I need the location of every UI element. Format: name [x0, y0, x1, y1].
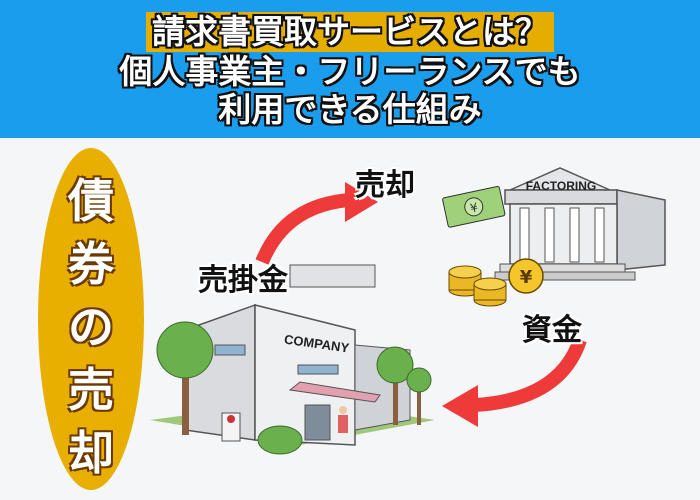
- label-sell: 売却: [355, 168, 415, 203]
- svg-text:¥: ¥: [469, 200, 480, 215]
- company-building: COMPANY: [150, 264, 435, 446]
- tree-icon: [156, 321, 432, 455]
- bank-sign: FACTORING: [526, 179, 596, 193]
- svg-text:¥: ¥: [520, 267, 533, 288]
- header-banner: 請求書買取サービスとは？ 個人事業主・フリーランスでも 利用できる仕組み: [0, 0, 700, 138]
- title-line-1: 請求書買取サービスとは？: [0, 12, 700, 52]
- label-receivable: 売掛金: [198, 263, 288, 298]
- banknote-icon: ¥: [442, 185, 506, 228]
- title-line-3: 利用できる仕組み: [218, 90, 482, 129]
- side-label-text: 債券の売却: [68, 174, 114, 480]
- arrow-to-bank: [255, 182, 378, 265]
- bank-building: FACTORING: [494, 167, 666, 281]
- coins-icon: ¥: [448, 258, 544, 307]
- arrow-to-company: [442, 337, 587, 427]
- side-label-oval: [38, 148, 144, 490]
- label-funds: 資金: [522, 313, 582, 348]
- title-line-2: 個人事業主・フリーランスでも: [119, 52, 581, 91]
